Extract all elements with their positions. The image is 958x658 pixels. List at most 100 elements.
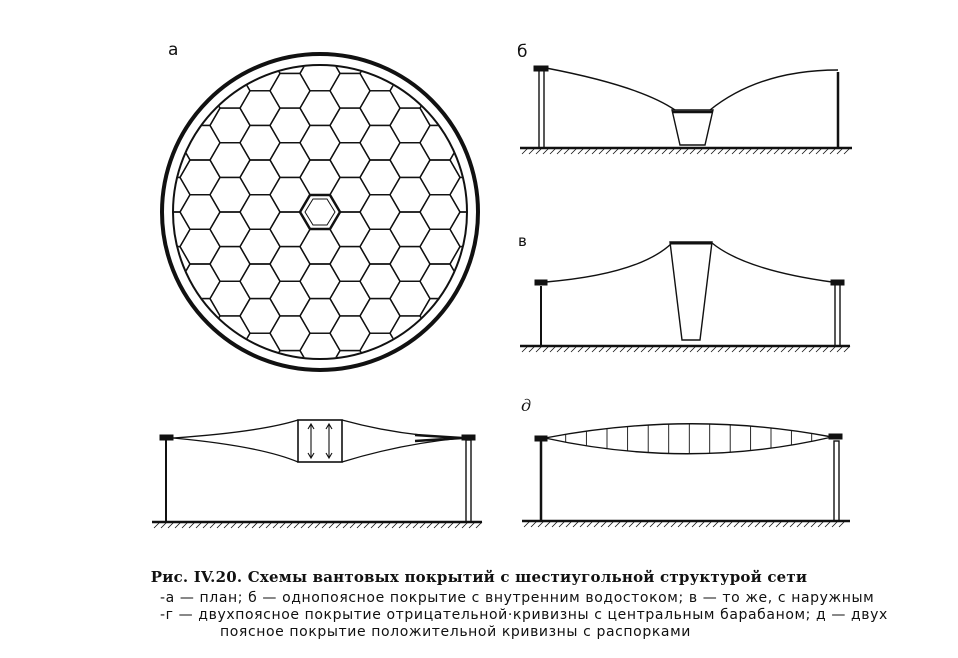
hatch-mark [719,520,727,528]
hatch-mark [405,521,413,529]
hex-cell [299,297,341,334]
label-a: а [168,40,179,60]
hatch-mark [808,147,816,155]
hex-cell [359,228,401,265]
hex-cell [449,280,466,317]
hatch-mark [419,521,427,529]
hatch-mark [384,521,392,529]
hatch-mark [237,521,245,529]
hatch-mark [202,521,210,529]
hex-cell [299,124,341,161]
hatch-mark [230,521,238,529]
hatch-mark [675,147,683,155]
hatch-mark [314,521,322,529]
hatch-mark [528,345,536,353]
hex-cell [269,245,311,282]
hatch-mark [181,521,189,529]
hatch-mark [174,521,182,529]
hex-cell [209,176,251,213]
upper-cable [544,423,833,439]
hex-cell [179,193,221,231]
hatch-mark [468,521,476,529]
hex-cell [329,141,371,179]
hatch-mark [591,345,599,353]
hex-cell [239,90,281,127]
hatch-mark [794,345,802,353]
hatch-mark [570,345,578,353]
hatch-mark [780,345,788,353]
hatch-mark [600,520,608,528]
hatch-mark [668,345,676,353]
hatch-mark [766,147,774,155]
hatch-mark [810,520,818,528]
hatch-mark [612,147,620,155]
hatch-mark [530,520,538,528]
right-column [465,439,472,523]
hexagon-grid [174,22,466,358]
hex-cell [359,263,401,300]
hatch-mark [829,147,837,155]
hatch-mark [640,147,648,155]
hatch-mark [626,147,634,155]
hex-cell [359,297,401,334]
hatch-mark [787,147,795,155]
hatch-mark [542,147,550,155]
hatch-mark [654,147,662,155]
hatch-mark [412,521,420,529]
hatch-mark [787,345,795,353]
hatch-mark [817,520,825,528]
hex-cell [239,124,281,161]
cable-thick-right [414,433,463,443]
hatch-mark [244,521,252,529]
hex-cell [239,228,281,265]
hatch-mark [591,147,599,155]
hatch-mark [691,520,699,528]
hatch-mark [656,520,664,528]
hatch-mark [461,521,469,529]
hatch-mark [633,147,641,155]
hatch-mark [717,147,725,155]
hatch-mark [188,521,196,529]
hatch-mark [649,520,657,528]
hatch-mark [391,521,399,529]
hex-cell [389,107,431,144]
hatch-mark [738,147,746,155]
hatch-mark [661,147,669,155]
hatch-mark [160,521,168,529]
hatch-mark [822,147,830,155]
hatch-mark [654,345,662,353]
upper-cable-left [172,419,299,439]
drum-arrows [307,422,333,460]
hex-cell [300,22,340,57]
hatch-mark [398,521,406,529]
left-cap [534,279,548,286]
hex-cell [389,141,431,179]
hatch-mark [605,147,613,155]
hatch-mark [565,520,573,528]
right-cap [830,279,845,286]
right-cap [461,434,476,441]
hatch-mark [808,345,816,353]
hex-cell [269,280,311,317]
hatch-mark [195,521,203,529]
hatch-mark [710,147,718,155]
hatch-mark [824,520,832,528]
hatch-mark [279,521,287,529]
caption-title: Рис. IV.20. Схемы вантовых покрытий с ше… [150,568,808,586]
upper-cable-right [341,419,463,439]
hatch-mark [209,521,217,529]
figure-caption: Рис. IV.20. Схемы вантовых покрытий с ше… [0,568,958,641]
hex-cell [209,245,251,282]
hatch-mark [838,520,846,528]
hatch-mark [794,147,802,155]
hex-cell [179,159,221,196]
right-column [834,283,841,347]
hex-cell [174,107,191,144]
ground-hatch [523,520,846,528]
hatch-mark [647,147,655,155]
hatch-mark [153,521,161,529]
hatch-mark [356,521,364,529]
hatch-mark [759,345,767,353]
hatch-mark [724,147,732,155]
hex-cell [179,228,221,265]
